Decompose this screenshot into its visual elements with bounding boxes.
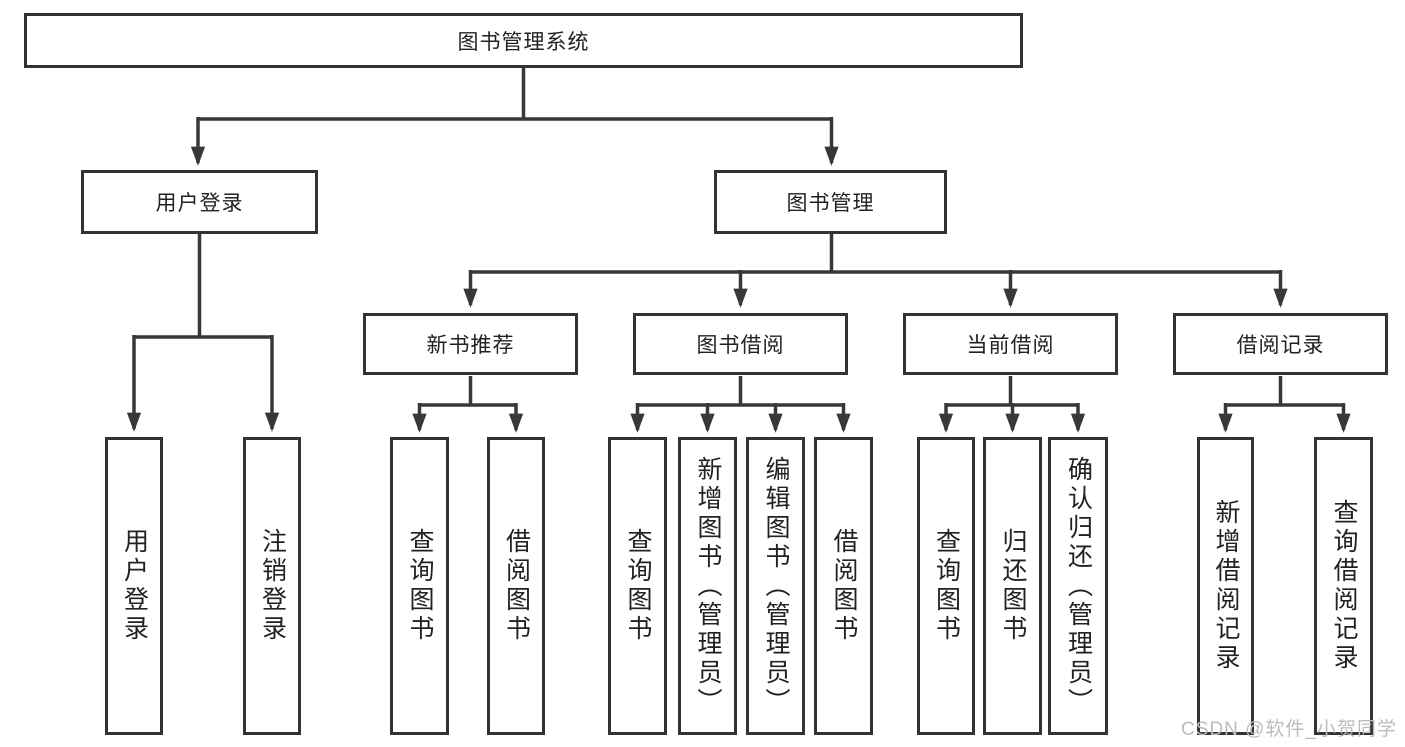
leaf-return-books: 归还图书 xyxy=(983,437,1042,735)
leaf-add-borrow-record: 新增借阅记录 xyxy=(1197,437,1254,735)
leaf-borrow-books-recommend-label: 借阅图书 xyxy=(502,528,531,644)
node-borrow-records: 借阅记录 xyxy=(1173,313,1388,375)
leaf-confirm-return-admin-label: 确认归还（管理员） xyxy=(1064,455,1093,717)
leaf-query-books-recommend: 查询图书 xyxy=(390,437,449,735)
leaf-query-borrow-record-label: 查询借阅记录 xyxy=(1330,499,1358,673)
node-user-login-label: 用户登录 xyxy=(155,192,244,215)
node-root-label: 图书管理系统 xyxy=(457,30,590,54)
leaf-query-books-borrow: 查询图书 xyxy=(608,437,667,735)
node-book-borrow-label: 图书借阅 xyxy=(696,334,785,357)
connector-borrow xyxy=(630,376,851,433)
node-current-borrow-label: 当前借阅 xyxy=(966,334,1055,357)
leaf-edit-book-admin-label: 编辑图书（管理员） xyxy=(762,455,790,717)
leaf-return-books-label: 归还图书 xyxy=(999,528,1027,644)
connector-current xyxy=(938,376,1086,433)
leaf-user-login-label: 用户登录 xyxy=(120,528,149,644)
node-borrow-records-label: 借阅记录 xyxy=(1236,334,1325,357)
leaf-borrow-books-label: 借阅图书 xyxy=(830,528,858,644)
leaf-add-book-admin-label: 新增图书（管理员） xyxy=(694,455,722,717)
leaf-query-books-borrow-label: 查询图书 xyxy=(624,528,652,644)
connector-book-mgmt xyxy=(463,234,1288,308)
connector-new-book xyxy=(412,376,524,433)
connector-records xyxy=(1218,376,1351,433)
node-new-book-recommend: 新书推荐 xyxy=(363,313,578,375)
leaf-logout: 注销登录 xyxy=(243,437,301,735)
leaf-add-book-admin: 新增图书（管理员） xyxy=(678,437,737,735)
leaf-edit-book-admin: 编辑图书（管理员） xyxy=(746,437,805,735)
connector-user-login xyxy=(126,234,280,432)
leaf-query-borrow-record: 查询借阅记录 xyxy=(1314,437,1373,735)
node-user-login: 用户登录 xyxy=(81,170,318,234)
leaf-query-books-current: 查询图书 xyxy=(917,437,975,735)
leaf-query-books-current-label: 查询图书 xyxy=(932,528,961,644)
node-book-borrow: 图书借阅 xyxy=(633,313,848,375)
node-new-book-recommend-label: 新书推荐 xyxy=(426,334,515,357)
leaf-query-books-recommend-label: 查询图书 xyxy=(406,528,434,644)
leaf-borrow-books-recommend: 借阅图书 xyxy=(487,437,545,735)
connector-root xyxy=(190,68,839,166)
leaf-confirm-return-admin: 确认归还（管理员） xyxy=(1048,437,1108,735)
node-book-management-label: 图书管理 xyxy=(786,192,875,215)
leaf-borrow-books: 借阅图书 xyxy=(814,437,873,735)
leaf-logout-label: 注销登录 xyxy=(258,528,287,644)
node-current-borrow: 当前借阅 xyxy=(903,313,1118,375)
node-book-management: 图书管理 xyxy=(714,170,947,234)
node-root: 图书管理系统 xyxy=(24,13,1023,68)
leaf-user-login: 用户登录 xyxy=(105,437,163,735)
watermark-text: CSDN @软件_小贺同学 xyxy=(1181,719,1397,740)
leaf-add-borrow-record-label: 新增借阅记录 xyxy=(1212,499,1240,673)
